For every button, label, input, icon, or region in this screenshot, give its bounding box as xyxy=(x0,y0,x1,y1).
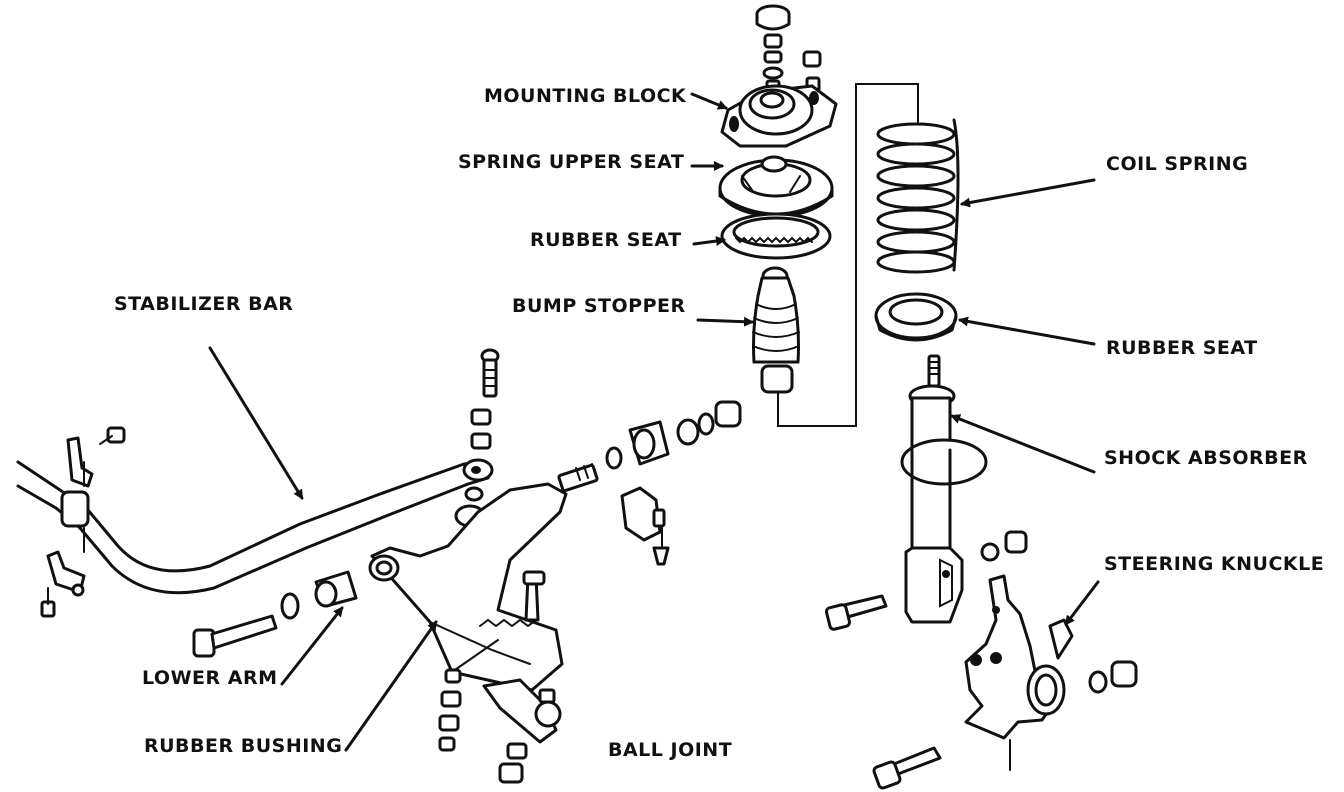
leader-lower-arm-upper xyxy=(280,606,344,686)
strut-bolt xyxy=(824,594,888,631)
front-bushing-assembly xyxy=(605,400,742,470)
label-rubber-seat-upper: RUBBER SEAT xyxy=(530,229,682,251)
label-coil-spring: COIL SPRING xyxy=(1106,153,1248,175)
leader-shock-absorber xyxy=(950,414,1096,474)
label-stabilizer-bar: STABILIZER BAR xyxy=(114,293,293,315)
leader-steering-knuckle xyxy=(1064,580,1100,626)
leader-stabilizer-bar xyxy=(208,346,304,500)
leader-mounting-block xyxy=(690,92,728,110)
spring-upper-seat xyxy=(718,155,834,218)
leader-rubber-bushing xyxy=(344,620,438,752)
ball-joint-nuts xyxy=(438,668,528,784)
leader-rubber-seat-lower xyxy=(958,316,1096,346)
arm-bracket-clamp xyxy=(620,486,670,566)
label-bump-stopper: BUMP STOPPER xyxy=(512,295,686,317)
rubber-bushing-parts xyxy=(192,570,358,658)
label-lower-arm: LOWER ARM xyxy=(142,667,278,689)
label-rubber-bushing: RUBBER BUSHING xyxy=(144,735,342,757)
stabilizer-bushing-clamp xyxy=(46,436,94,594)
assembly-bracket xyxy=(777,83,919,427)
label-spring-upper-seat: SPRING UPPER SEAT xyxy=(458,151,684,173)
bump-stopper xyxy=(752,266,800,394)
top-nuts-stack xyxy=(762,33,784,95)
label-ball-joint: BALL JOINT xyxy=(608,739,732,761)
mounting-block xyxy=(720,84,838,148)
top-cap xyxy=(755,4,791,31)
stabilizer-bolts xyxy=(40,426,126,618)
knuckle-nut-washer xyxy=(1088,660,1138,694)
leader-coil-spring xyxy=(960,178,1096,208)
steering-knuckle xyxy=(964,574,1074,740)
label-steering-knuckle: STEERING KNUCKLE xyxy=(1104,553,1324,575)
strut-nut-washer xyxy=(980,530,1028,562)
lower-arm xyxy=(368,463,599,692)
label-rubber-seat-lower: RUBBER SEAT xyxy=(1106,337,1258,359)
coil-spring xyxy=(876,118,960,274)
rubber-seat-upper xyxy=(720,212,832,260)
label-shock-absorber: SHOCK ABSORBER xyxy=(1104,447,1308,469)
knuckle-bolt xyxy=(872,746,942,790)
rubber-seat-lower xyxy=(874,292,958,342)
shock-absorber xyxy=(900,354,988,624)
stabilizer-bar xyxy=(16,458,494,595)
ball-joint xyxy=(482,570,562,744)
label-mounting-block: MOUNTING BLOCK xyxy=(484,85,687,107)
leader-bump-stopper xyxy=(696,316,754,327)
leader-rubber-seat-upper xyxy=(692,236,726,247)
